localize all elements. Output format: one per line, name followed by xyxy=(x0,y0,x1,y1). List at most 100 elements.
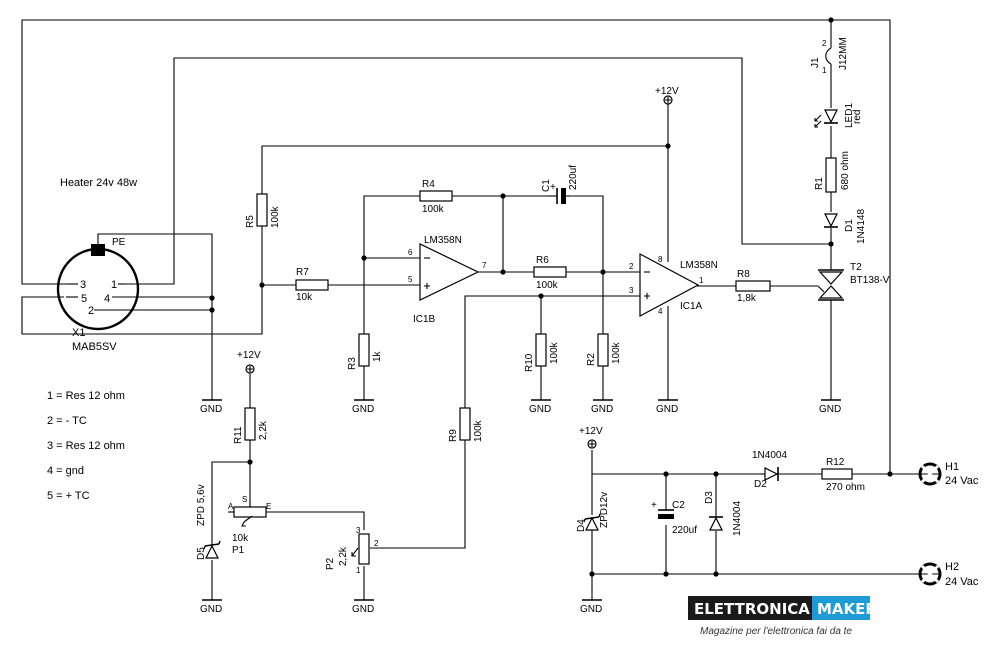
gnd-label: GND xyxy=(200,404,222,415)
gnd-label: GND xyxy=(580,604,602,615)
gnd-p2: GND xyxy=(352,599,374,615)
resistor-r4: R4 100k xyxy=(419,179,453,215)
gnd-r3: GND xyxy=(352,399,374,415)
r6-ref: R6 xyxy=(536,255,549,266)
zener-d5: D5 ZPD 5,6v xyxy=(196,484,221,560)
terminal-h1: H1 24 Vac xyxy=(918,461,979,487)
opamp-ic1b: 6 5 7 LM358N IC1B xyxy=(408,235,487,325)
connector-x1: Heater 24v 48w PE 3 1 5 4 2 X1 MAB5SV xyxy=(56,177,212,353)
r3-value: 1k xyxy=(372,350,383,362)
resistor-r11: R11 2,2k xyxy=(233,407,269,444)
gnd-d5: GND xyxy=(200,599,222,615)
d4-value: ZPD12v xyxy=(599,492,610,528)
connector-pe-label: PE xyxy=(112,237,126,248)
p1-value: 10k xyxy=(232,533,249,544)
legend-line-3: 3 = Res 12 ohm xyxy=(47,440,125,452)
gnd-ic1a: GND xyxy=(656,399,678,415)
c2-ref: C2 xyxy=(672,500,685,511)
brand-left-bg xyxy=(688,596,812,620)
supply-label: +12V xyxy=(655,86,679,97)
brand-right-bg xyxy=(812,596,870,620)
c1-plus: + xyxy=(550,182,556,193)
led-ref: LED1 xyxy=(844,103,855,128)
capacitor-c2: + C2 220uf xyxy=(651,500,697,536)
d2-value: 1N4004 xyxy=(752,450,787,461)
gnd-label: GND xyxy=(529,404,551,415)
legend-line-5: 5 = + TC xyxy=(47,490,90,502)
diode-d3: D3 1N4004 xyxy=(704,491,743,536)
trimmer-p2: 3 2 1 P2 2,2k xyxy=(325,526,379,575)
p1-pin-e: E xyxy=(266,502,271,511)
resistor-r2: R2 100k xyxy=(586,333,622,367)
connector-pin-4: 4 xyxy=(104,293,110,305)
r11-value: 2,2k xyxy=(258,420,269,440)
p1-pin-a: A xyxy=(228,502,234,511)
h1-ref: H1 xyxy=(945,461,959,473)
r4-value: 100k xyxy=(422,204,445,215)
wires xyxy=(21,19,940,600)
terminal-h2: H2 24 Vac xyxy=(918,561,979,588)
supply-label: +12V xyxy=(579,426,603,437)
r12-value: 270 ohm xyxy=(826,482,865,493)
d3-ref: D3 xyxy=(704,491,715,504)
ic1b-ref: IC1B xyxy=(413,314,436,325)
gnd-label: GND xyxy=(200,604,222,615)
r10-value: 100k xyxy=(549,341,560,364)
h2-label: 24 Vac xyxy=(945,576,979,588)
diode-d1: D1 1N4148 xyxy=(824,209,867,244)
r11-ref: R11 xyxy=(233,426,244,444)
diode-d2: 1N4004 D2 xyxy=(752,450,787,490)
ic1b-pin-6: 6 xyxy=(408,248,413,257)
resistor-r7: R7 10k xyxy=(295,267,329,303)
gnd-r2: GND xyxy=(591,399,613,415)
ic1b-pin-7: 7 xyxy=(482,261,487,270)
resistor-r1: R1 680 ohm xyxy=(814,151,851,193)
c2-value: 220uf xyxy=(672,525,697,536)
p2-value: 2,2k xyxy=(338,546,349,566)
d1-value: 1N4148 xyxy=(856,209,867,244)
j1-pin-2: 2 xyxy=(822,39,827,48)
ic1a-pin-3: 3 xyxy=(629,286,634,295)
gnd-label: GND xyxy=(591,404,613,415)
legend-line-2: 2 = - TC xyxy=(47,415,87,427)
heater-label: Heater 24v 48w xyxy=(60,177,137,189)
c1-value: 220uf xyxy=(568,165,579,190)
connector-value: MAB5SV xyxy=(72,341,117,353)
gnd-x1: GND xyxy=(200,399,222,415)
d3-value: 1N4004 xyxy=(732,501,743,536)
r5-ref: R5 xyxy=(245,215,256,228)
c2-plus: + xyxy=(651,500,657,511)
connector-key xyxy=(91,244,105,256)
power-symbols: +12V +12V +12V GND GND GND GND xyxy=(200,86,841,615)
p2-pin-2: 2 xyxy=(374,539,379,548)
resistor-r8: R8 1,8k xyxy=(735,269,771,304)
ic1a-pin-2: 2 xyxy=(629,262,634,271)
j1-pin-1: 1 xyxy=(822,66,827,75)
r10-ref: R10 xyxy=(524,353,535,372)
supply-plus12v-r11: +12V xyxy=(237,350,261,374)
r7-value: 10k xyxy=(296,292,313,303)
gnd-label: GND xyxy=(352,604,374,615)
connector-pin-5: 5 xyxy=(81,293,87,305)
t2-value: BT138-V xyxy=(850,275,890,286)
supply-plus12v-ic1a: +12V xyxy=(655,86,679,105)
resistor-r9: R9 100k xyxy=(448,407,484,442)
h2-ref: H2 xyxy=(945,561,959,573)
ic1a-ref: IC1A xyxy=(680,301,703,312)
ic1b-part: LM358N xyxy=(424,235,462,246)
j1-ref: J1 xyxy=(810,57,821,68)
zener-d4: D4 ZPD12v xyxy=(576,492,610,532)
p1-pin-s: S xyxy=(242,495,247,504)
r8-value: 1,8k xyxy=(737,293,757,304)
t2-ref: T2 xyxy=(850,262,862,273)
r1-ref: R1 xyxy=(814,177,825,190)
legend-line-4: 4 = gnd xyxy=(47,465,84,477)
brand-name-left: ELETTRONICA xyxy=(694,600,810,618)
r4-ref: R4 xyxy=(422,179,435,190)
connector-pin-3: 3 xyxy=(80,279,86,291)
r7-ref: R7 xyxy=(296,267,309,278)
ic1a-pin-8: 8 xyxy=(658,255,663,264)
ic1a-part: LM358N xyxy=(680,260,718,271)
connector-pin-2: 2 xyxy=(88,305,94,317)
resistor-r3: R3 1k xyxy=(347,333,383,370)
